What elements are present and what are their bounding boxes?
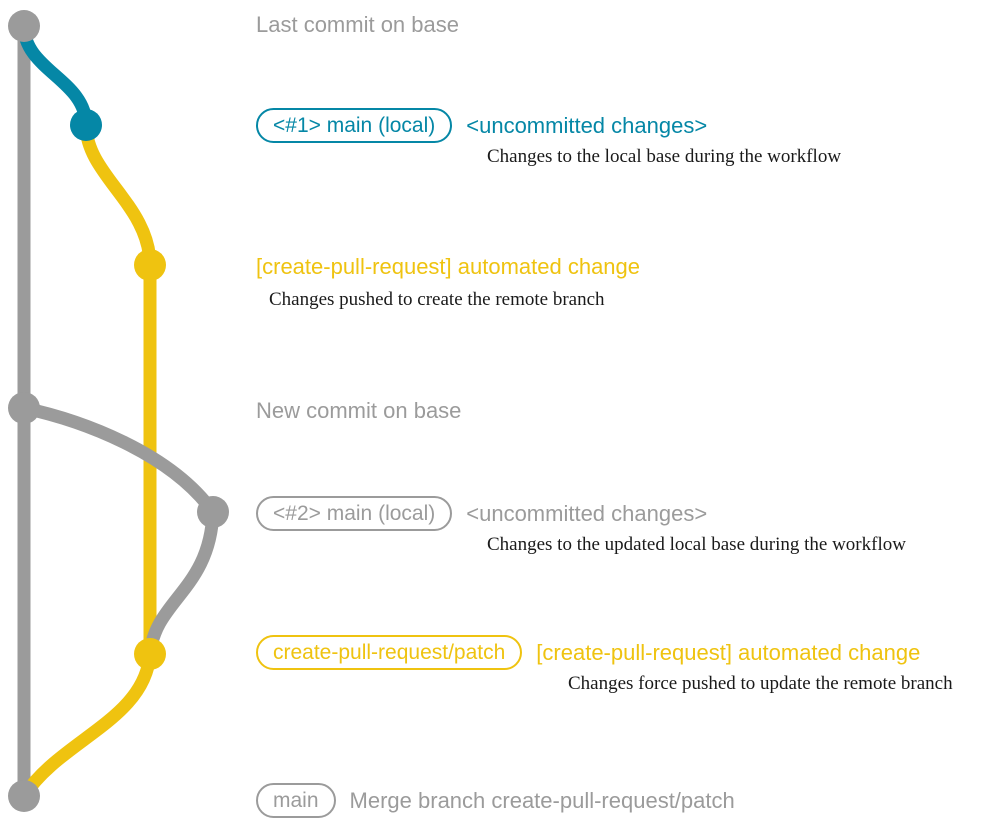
gray-branch-merge-line — [143, 505, 220, 661]
commit-graph — [8, 10, 229, 812]
commit-node-patch-update[interactable] — [134, 638, 166, 670]
yellow-merge-line — [17, 647, 157, 803]
branch-chip-local-2[interactable]: <#2> main (local) — [256, 496, 453, 531]
commit-node-patch-create[interactable] — [134, 249, 166, 281]
description-local-1: Changes to the local base during the wor… — [487, 146, 842, 167]
description-automated-change-update: Changes force pushed to update the remot… — [568, 673, 953, 694]
description-automated-change-create: Changes pushed to create the remote bran… — [269, 289, 605, 310]
commit-node-local-2[interactable] — [197, 496, 229, 528]
commit-title-local-1: <uncommitted changes> — [466, 112, 708, 138]
branch-chip-create-pull-request-patch[interactable]: create-pull-request/patch — [256, 635, 523, 670]
commit-title-merge: Merge branch create-pull-request/patch — [349, 787, 735, 813]
branch-chip-local-1[interactable]: <#1> main (local) — [256, 108, 453, 143]
commit-title-automated-change-update: [create-pull-request] automated change — [536, 639, 921, 665]
gray-branch-out-line — [17, 401, 220, 519]
commit-node-base-new[interactable] — [8, 392, 40, 424]
row-merge: main Merge branch create-pull-request/pa… — [256, 783, 735, 818]
commit-node-local-1[interactable] — [70, 109, 102, 141]
commit-title-automated-change-create: [create-pull-request] automated change — [256, 254, 641, 279]
heading-last-commit-on-base: Last commit on base — [256, 12, 459, 37]
row-automated-change-update: create-pull-request/patch [create-pull-r… — [256, 635, 920, 670]
row-local-2: <#2> main (local) <uncommitted changes> — [256, 496, 707, 531]
heading-new-commit-on-base: New commit on base — [256, 398, 462, 423]
commit-node-base-merge[interactable] — [8, 780, 40, 812]
description-local-2: Changes to the updated local base during… — [487, 534, 906, 555]
commit-node-base-top[interactable] — [8, 10, 40, 42]
row-local-1: <#1> main (local) <uncommitted changes> — [256, 108, 707, 143]
commit-title-local-2: <uncommitted changes> — [466, 500, 708, 526]
branch-chip-main[interactable]: main — [256, 783, 336, 818]
